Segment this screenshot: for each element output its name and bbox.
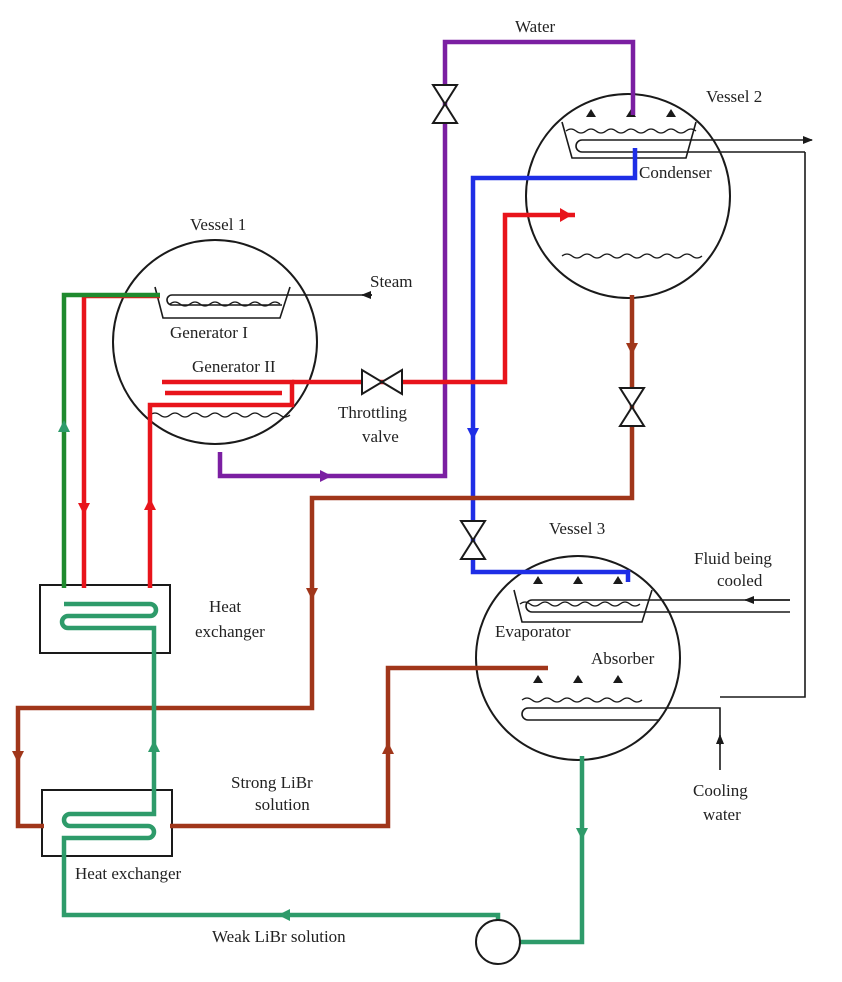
strong-libr-label-2: solution <box>255 795 310 814</box>
vessel-2-shell <box>525 93 731 299</box>
hx-bottom-coil <box>61 790 157 856</box>
red-vapor-arrow <box>560 208 572 222</box>
condenser-tray <box>561 121 805 259</box>
evaporator-spray-nozzles <box>533 576 623 584</box>
fluid-cooled-label-2: cooled <box>717 571 763 590</box>
water-vapor-pipe <box>217 39 636 479</box>
vessel-3-shell <box>475 555 681 761</box>
strong-libr-pipe <box>170 665 548 829</box>
generator-1-label: Generator I <box>170 323 248 342</box>
absorber-spray-nozzles <box>533 675 623 683</box>
red-vapor-to-condenser <box>292 212 575 385</box>
cooling-water-line <box>720 152 806 698</box>
absorber-label: Absorber <box>591 649 655 668</box>
weak-libr-label: Weak LiBr solution <box>212 927 346 946</box>
refrigerant-pipe <box>470 148 638 582</box>
cooling-water-label-1: Cooling <box>693 781 748 800</box>
heat-exchanger-bottom-label: Heat exchanger <box>75 864 182 883</box>
vessel-1-label: Vessel 1 <box>190 215 246 234</box>
flow-arrows <box>12 343 638 921</box>
throttling-valve-icon <box>361 368 403 396</box>
evaporator-label: Evaporator <box>495 622 571 641</box>
refrigerant-valve-icon <box>459 520 487 560</box>
vessel-3-label: Vessel 3 <box>549 519 605 538</box>
generator-2-coil <box>162 379 295 408</box>
weak-libr-pipe <box>61 756 585 945</box>
water-label: Water <box>515 17 555 36</box>
vessel-2-label: Vessel 2 <box>706 87 762 106</box>
fluid-cooled-label-1: Fluid being <box>694 549 772 568</box>
evaporator-tray <box>513 589 790 745</box>
generator-1-tray <box>149 286 372 418</box>
steam-label: Steam <box>370 272 413 291</box>
water-valve-icon <box>431 84 459 124</box>
throttling-valve-label-1: Throttling <box>338 403 407 422</box>
heat-exchanger-bottom-box <box>41 789 173 857</box>
pump-icon <box>475 919 521 965</box>
heat-exchanger-top-label-1: Heat <box>209 597 241 616</box>
green-up-pipe <box>61 292 160 588</box>
heat-exchanger-top-label-2: exchanger <box>195 622 265 641</box>
vessel-1-shell <box>112 239 318 445</box>
condenser-label: Condenser <box>639 163 712 182</box>
cooling-water-label-2: water <box>703 805 741 824</box>
heat-exchanger-top-box <box>39 584 171 654</box>
strong-libr-label-1: Strong LiBr <box>231 773 313 792</box>
hx-top-coil <box>59 601 159 640</box>
condensate-brown-pipe <box>15 295 635 829</box>
generator-2-red-return <box>147 402 162 588</box>
throttling-valve-label-2: valve <box>362 427 399 446</box>
condensate-valve-icon <box>618 387 646 427</box>
generator-2-label: Generator II <box>192 357 276 376</box>
